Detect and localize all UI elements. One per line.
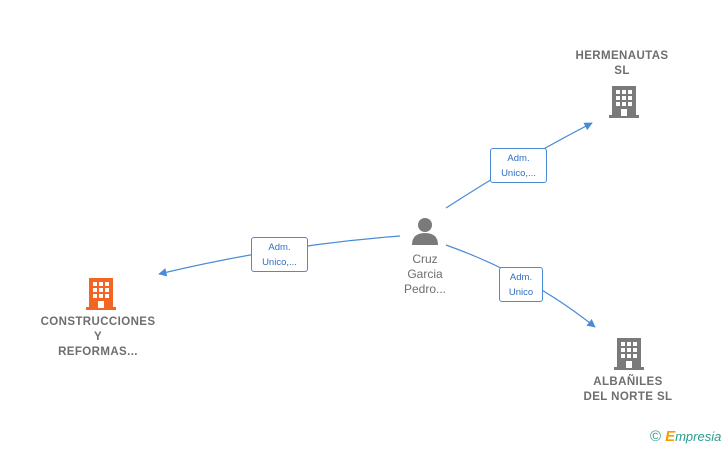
brand-logo[interactable]: © Empresia [650,428,721,445]
edge-label-hermenautas[interactable]: Adm. Unico,... [490,148,547,183]
company-label-construcciones[interactable]: CONSTRUCCIONES Y REFORMAS... [40,316,156,358]
building-icon[interactable] [614,336,644,371]
copyright-icon: © [650,428,662,445]
company-label-hermenautas[interactable]: HERMENAUTAS SL [575,50,669,77]
building-icon[interactable] [86,276,116,311]
brand-name: mpresia [675,429,722,444]
building-icon[interactable] [609,84,639,119]
person-icon[interactable] [410,216,440,246]
edge-label-albaniles[interactable]: Adm. Unico [499,267,543,302]
edge-label-construcciones[interactable]: Adm. Unico,... [251,237,308,272]
person-label[interactable]: Cruz Garcia Pedro... [403,252,447,296]
brand-initial: E [665,428,676,445]
company-label-albaniles[interactable]: ALBAÑILES DEL NORTE SL [583,376,673,403]
